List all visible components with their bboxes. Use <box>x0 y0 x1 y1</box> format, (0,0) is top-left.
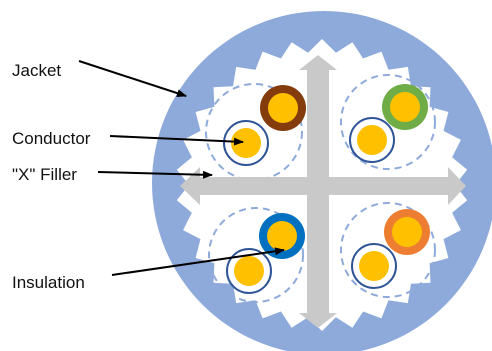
conductor-bottom-right-a <box>359 251 389 281</box>
pair-top-right <box>349 84 428 163</box>
pair-boundary-top-right <box>340 74 436 170</box>
conductor-bottom-right-b <box>392 217 422 247</box>
insulation-leader-line <box>111 247 285 276</box>
x-filler-cross <box>180 55 466 328</box>
conductor-bottom-left-b <box>267 221 297 251</box>
insulation-label: Insulation <box>12 273 85 292</box>
pair-boundary-bottom-left <box>208 207 304 303</box>
pair-bottom-left <box>226 213 305 294</box>
jacket-label: Jacket <box>12 61 61 80</box>
conductor-leader-line <box>109 135 244 146</box>
jacket-leader-line <box>78 60 187 98</box>
conductor-top-left-a <box>231 128 261 158</box>
filler-label: "X" Filler <box>12 165 77 184</box>
conductor-label: Conductor <box>12 129 91 148</box>
conductor-top-left-b <box>268 93 298 123</box>
pair-top-left <box>223 85 306 166</box>
filler-leader-line <box>97 170 213 179</box>
conductor-bottom-left-a <box>234 256 264 286</box>
conductor-top-right-b <box>390 92 420 122</box>
conductor-top-right-a <box>357 125 387 155</box>
pair-bottom-right <box>351 209 430 289</box>
pair-boundary-bottom-right <box>340 202 436 298</box>
